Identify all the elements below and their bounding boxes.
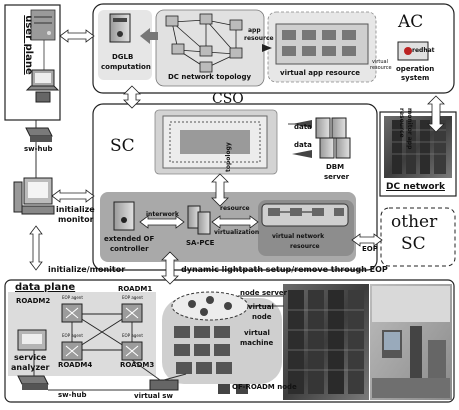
monitor-app-label-2: resource (398, 108, 404, 138)
os-label-1: operation (396, 66, 434, 73)
of-roadm-node-label: OF-ROADM node (232, 384, 297, 391)
initialize-label-2: monitor (58, 216, 94, 224)
roadm1-label: ROADM1 (118, 286, 152, 293)
virtual-sw-icon (150, 380, 178, 390)
eop-agent-label-3: EOP agent (62, 334, 83, 338)
resource-virt-label-1: resource (220, 206, 250, 212)
dbm-label-1: DBM (326, 164, 344, 171)
initialize-label-1: initialize (56, 206, 95, 214)
sw-hub-top-label: sw-hub (24, 146, 53, 153)
virtual-app-resource-label: virtual app resource (280, 70, 360, 77)
vnr-label-2: resource (290, 244, 320, 250)
dglb-label-2: computation (101, 64, 151, 71)
monitor-app-label-1: monitor app (406, 108, 412, 149)
redhat-logo: redhat (412, 48, 435, 54)
ac-layer-label: AC (398, 14, 423, 31)
cso-database-grid (163, 116, 267, 168)
app-resource-label-1: app (248, 28, 261, 34)
virtual-node-cloud (172, 292, 248, 320)
init-monitor-arrow (30, 226, 42, 270)
virtual-machine-label-2: machine (240, 340, 273, 347)
ext-of-label-1: extended OF (104, 236, 154, 243)
vnr-nodes (262, 204, 348, 226)
monitor-computer-icon (14, 178, 54, 214)
sc-layer-label: SC (110, 138, 135, 155)
dbm-label-2: server (324, 174, 349, 181)
dc-topology-label: DC network topology (168, 74, 251, 81)
roadm3-label: ROADM3 (120, 362, 154, 369)
sa-pce-label: SA-PCE (186, 240, 214, 247)
virtual-resource-label-2: resource (370, 66, 392, 71)
node-server-label: node server (240, 290, 287, 297)
sw-hub-bottom-icon (18, 376, 48, 390)
other-sc-line1: other (391, 214, 437, 231)
init-monitor-label: initialize/monitor (48, 266, 125, 274)
virtual-machine-group (174, 326, 232, 374)
data-plane-label: data plane (15, 283, 75, 293)
service-analyzer-label-2: analyzer (11, 364, 49, 372)
ext-of-label-2: controller (110, 246, 149, 253)
user-device-icon (36, 92, 50, 102)
eop-agent-label-1: EOP agent (62, 296, 83, 300)
roadm4-label: ROADM4 (58, 362, 92, 369)
dglb-label-1: DGLB (112, 54, 133, 61)
sw-hub-top-icon (26, 128, 52, 142)
dynamic-setup-label: dynamic lightpath setup/remove through E… (181, 266, 388, 274)
user-server-icon (31, 10, 55, 40)
app-resource-label-2: resource (244, 36, 274, 42)
topology-label: topology (226, 142, 232, 172)
initialize-arrow (52, 190, 94, 202)
eop-label: EOP (362, 246, 378, 253)
eop-agent-label-4: EOP agent (122, 334, 143, 338)
sw-hub-bottom-label: sw-hub (58, 392, 87, 399)
other-sc-line2: SC (401, 236, 426, 253)
virtual-machine-label-1: virtual (244, 330, 270, 337)
user-plane-label: user plane (23, 15, 33, 75)
service-analyzer-icon (18, 330, 46, 350)
os-label-2: system (401, 75, 429, 82)
data-label-top: data (294, 124, 312, 131)
roadm4-icon (62, 342, 82, 360)
roadm3-icon (122, 342, 142, 360)
roadm2-icon (62, 304, 82, 322)
cso-layer-label: CSO (212, 92, 244, 106)
virtual-app-grid (276, 24, 368, 64)
user-to-ac-arrow (60, 30, 94, 42)
interwork-label: interwork (146, 212, 179, 218)
lab-photo (370, 284, 452, 400)
data-label-bottom: data (294, 142, 312, 149)
virtual-sw-label: virtual sw (134, 393, 173, 400)
service-analyzer-label-1: service (14, 354, 46, 362)
resource-virt-label-2: virtualization (214, 230, 259, 236)
dc-network-label: DC network (386, 183, 445, 192)
dglb-server-icon (110, 14, 130, 42)
dbm-server-icon (316, 118, 350, 158)
roadm2-label: ROADM2 (16, 298, 50, 305)
virtual-node-label-2: node (252, 314, 272, 321)
roadm1-icon (122, 304, 142, 322)
virtual-node-label-1: virtual (248, 304, 274, 311)
eop-agent-label-2: EOP agent (122, 296, 143, 300)
ext-of-server-icon (114, 202, 134, 230)
vnr-label-1: virtual network (272, 234, 324, 240)
